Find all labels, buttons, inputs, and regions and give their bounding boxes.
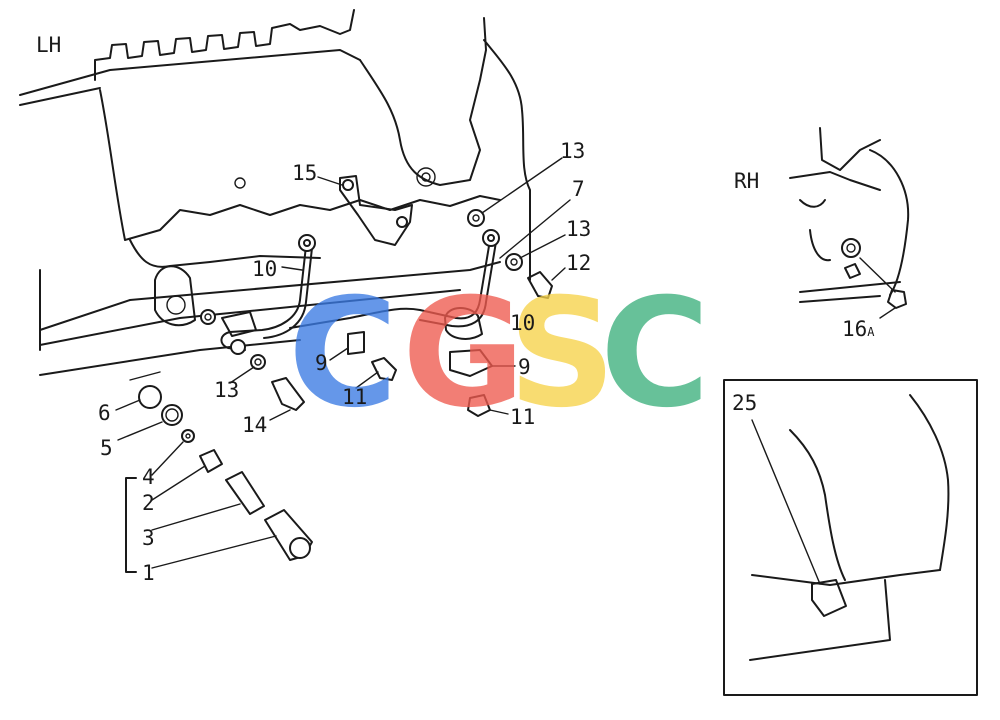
clip-9-right [449, 349, 516, 377]
callout-13-bottom: 13 [214, 378, 239, 402]
callout-13-mid: 13 [566, 217, 591, 241]
bolt-11-right [467, 394, 509, 417]
bolt-12 [527, 267, 566, 299]
bracket-15 [317, 175, 413, 246]
engine-block-lh [19, 9, 531, 381]
callout-1: 1 [142, 561, 155, 585]
callout-9-right: 9 [518, 355, 531, 379]
bolt-11-left [355, 357, 397, 389]
watermark-letter-2: G [402, 267, 525, 441]
view-label-rh: RH [734, 169, 759, 193]
callout-11-right: 11 [510, 405, 535, 429]
watermark-logo: C G S C [288, 267, 710, 441]
callout-2: 2 [142, 491, 155, 515]
callout-16a: 16A [842, 317, 875, 341]
callout-6: 6 [98, 401, 111, 425]
callout-15: 15 [292, 161, 317, 185]
callout-14: 14 [242, 413, 267, 437]
watermark-letter-1: C [288, 267, 398, 441]
fitting-14 [269, 377, 305, 421]
callout-13-top: 13 [560, 139, 585, 163]
callout-11-left: 11 [342, 385, 367, 409]
watermark-letter-3: S [508, 267, 616, 441]
callout-10-right: 10 [510, 311, 535, 335]
watermark-letter-4: C [600, 267, 710, 441]
pipe-7 [289, 199, 571, 340]
clip-9-left [329, 331, 365, 361]
callout-7: 7 [572, 177, 585, 201]
inset-frame [723, 379, 978, 696]
pipe-10-left [220, 234, 316, 355]
callout-3: 3 [142, 526, 155, 550]
callout-9-left: 9 [315, 351, 328, 375]
callout-5: 5 [100, 436, 113, 460]
rh-detail [789, 127, 910, 319]
callout-10-left: 10 [252, 257, 277, 281]
view-label-lh: LH [36, 33, 61, 57]
inset-view [723, 379, 978, 696]
washers-13 [200, 157, 566, 384]
callout-12: 12 [566, 251, 591, 275]
callout-4: 4 [142, 465, 155, 489]
parts-1-to-6 [115, 385, 313, 573]
callout-25: 25 [732, 391, 757, 415]
